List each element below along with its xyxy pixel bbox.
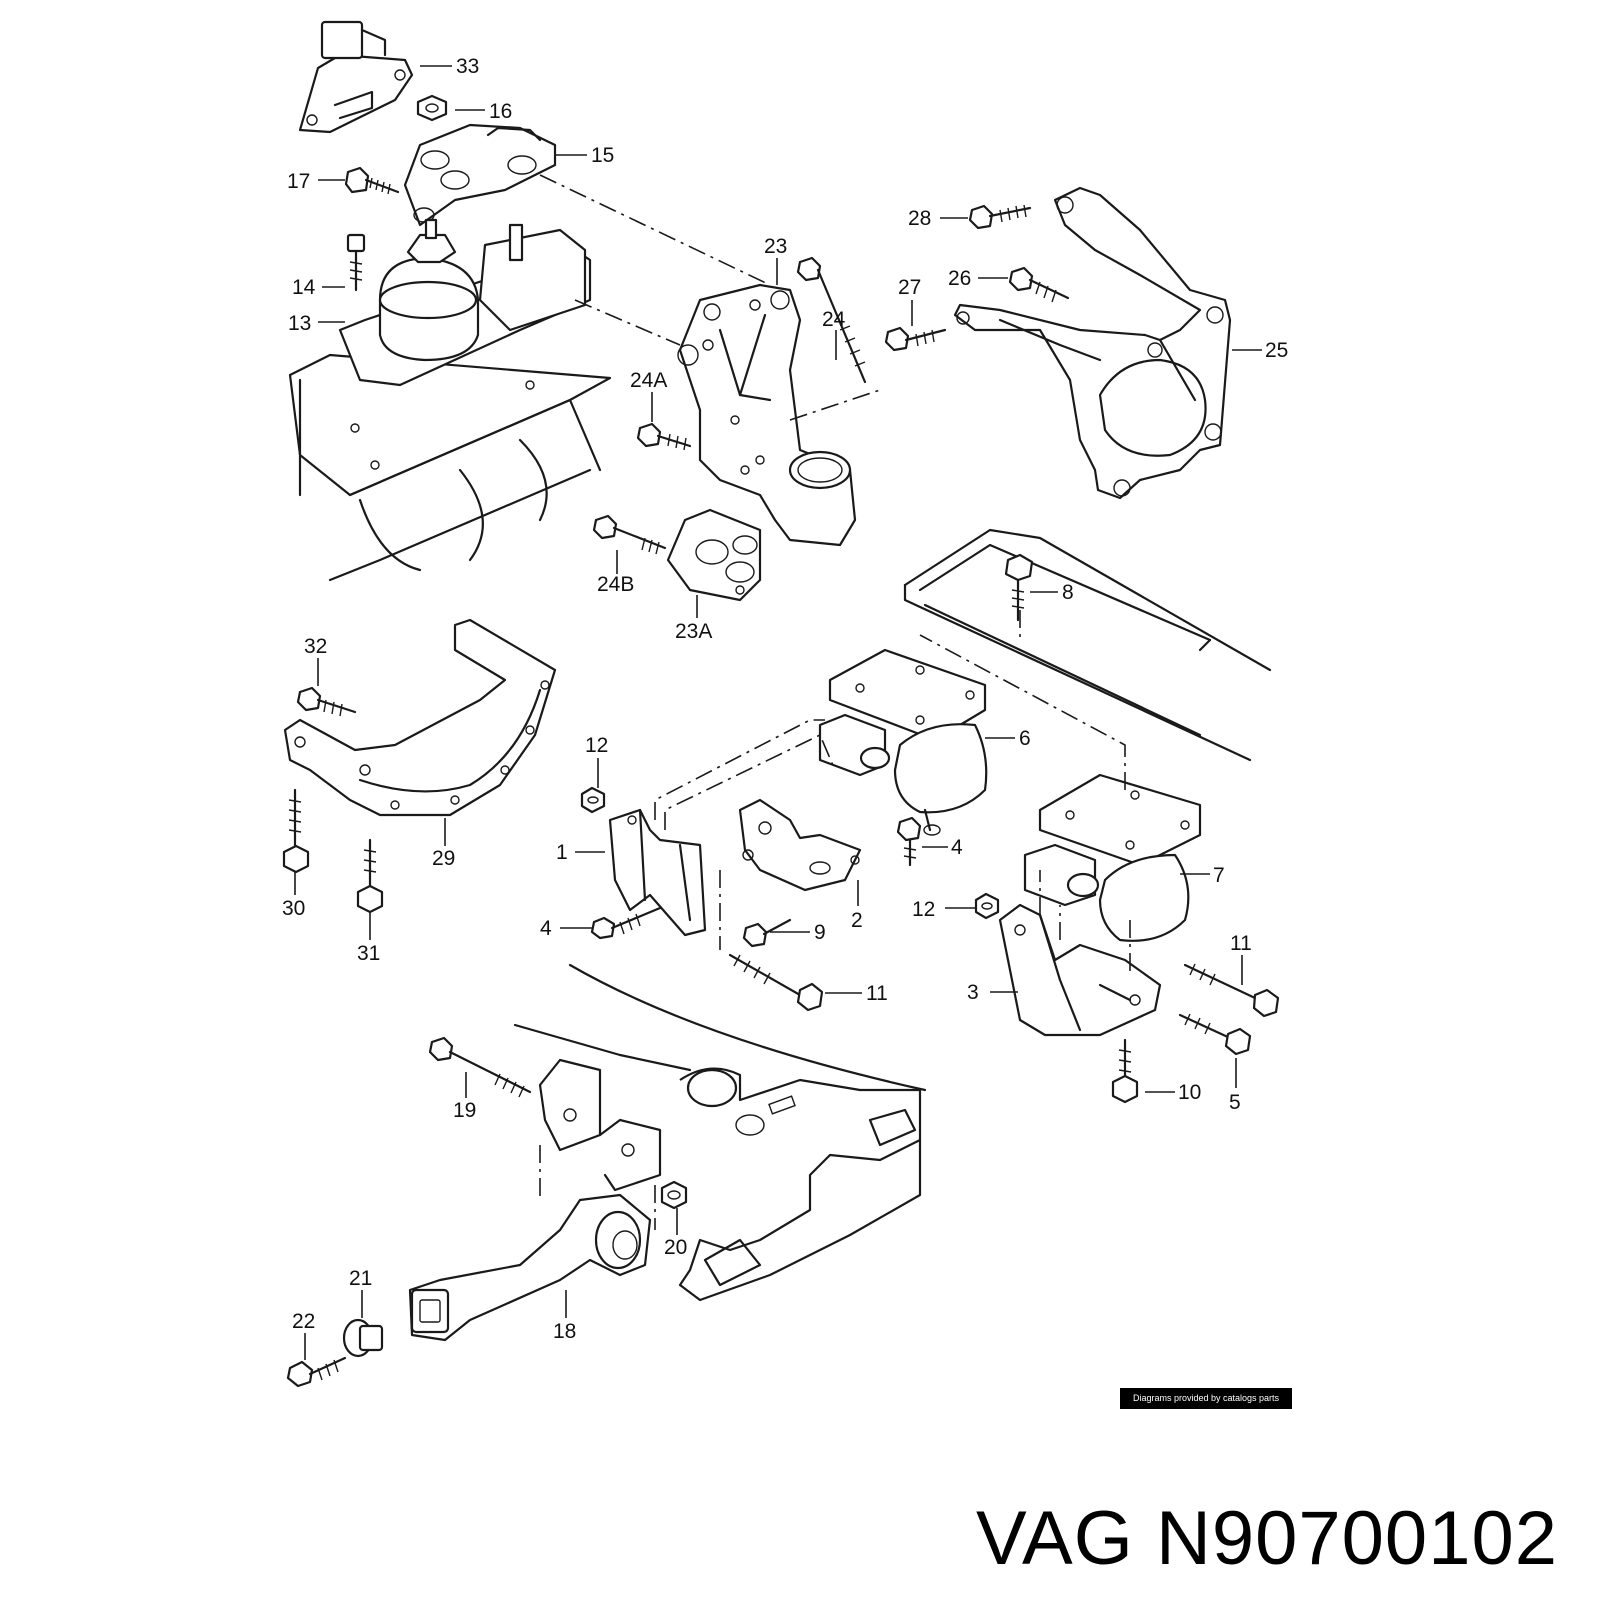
part-8-bolt[interactable] — [1004, 553, 1034, 622]
part-7-gearbox-mount[interactable] — [1023, 773, 1202, 942]
part-25-bracket[interactable] — [953, 186, 1232, 500]
part-1-bracket[interactable] — [608, 808, 707, 937]
part-19-bolt[interactable] — [428, 1036, 532, 1098]
part-27-bolt[interactable] — [884, 326, 947, 352]
callout-24b: 24B — [597, 573, 634, 596]
part-20-nut[interactable] — [660, 1180, 688, 1210]
callout-23: 23 — [764, 235, 787, 258]
part-23a-rubber-mount[interactable] — [666, 508, 762, 602]
part-4-screw-left[interactable] — [590, 906, 662, 940]
part-32-bolt[interactable] — [296, 686, 357, 717]
leader-lines — [294, 65, 1262, 1360]
part-33-bracket[interactable] — [298, 20, 414, 134]
part-28-bolt[interactable] — [968, 204, 1032, 230]
part-17-bolt[interactable] — [344, 166, 400, 195]
callout-24: 24 — [822, 308, 846, 331]
part-11-bolt-left[interactable] — [728, 953, 824, 1012]
part-26-bolt[interactable] — [1008, 266, 1070, 303]
callout-2: 2 — [851, 909, 863, 932]
callout-14: 14 — [292, 276, 316, 299]
part-24-bolt[interactable] — [796, 256, 867, 384]
part-16-nut[interactable] — [416, 94, 448, 122]
callout-10: 10 — [1178, 1081, 1201, 1104]
part-24b-bolt[interactable] — [592, 514, 667, 555]
callout-28: 28 — [908, 207, 931, 230]
callout-9: 9 — [814, 921, 826, 944]
part-13-engine-mount[interactable] — [288, 218, 612, 582]
part-9-bolt[interactable] — [742, 918, 792, 948]
callout-18: 18 — [553, 1320, 576, 1343]
callout-13: 13 — [288, 312, 311, 335]
callout-29: 29 — [432, 847, 455, 870]
callout-6: 6 — [1019, 727, 1031, 750]
part-11-bolt-right[interactable] — [1183, 963, 1280, 1018]
right-subframe — [903, 528, 1272, 762]
callout-31: 31 — [357, 942, 380, 965]
callout-4-right: 4 — [951, 836, 963, 859]
callout-32: 32 — [304, 635, 327, 658]
callout-25: 25 — [1265, 339, 1288, 362]
part-4-screw-right[interactable] — [896, 816, 922, 867]
callout-16: 16 — [489, 100, 512, 123]
diagram-credit-badge: Diagrams provided by catalogs parts — [1120, 1388, 1292, 1409]
part-18-torque-rod[interactable] — [408, 1193, 652, 1342]
part-30-bolt[interactable] — [282, 788, 310, 874]
part-31-bolt[interactable] — [356, 838, 384, 914]
callout-12-right: 12 — [912, 898, 935, 921]
callout-7: 7 — [1213, 864, 1225, 887]
part-number-title: VAG N90700102 — [976, 1496, 1558, 1581]
part-10-screw[interactable] — [1111, 1038, 1139, 1104]
callout-1: 1 — [556, 841, 568, 864]
part-15-mount-bracket[interactable] — [403, 123, 557, 227]
callout-26: 26 — [948, 267, 971, 290]
callout-15: 15 — [591, 144, 614, 167]
callout-21: 21 — [349, 1267, 372, 1290]
part-24a-bolt[interactable] — [636, 422, 692, 451]
callout-4-left: 4 — [540, 917, 552, 940]
callout-17: 17 — [287, 170, 310, 193]
callout-11-right: 11 — [1230, 932, 1252, 955]
callout-labels: 33 16 15 17 14 13 23 24 24A 24B 23A 28 2… — [282, 55, 1288, 1343]
part-6-gearbox-mount[interactable] — [818, 648, 988, 836]
callout-5: 5 — [1229, 1091, 1241, 1114]
part-14-bolt[interactable] — [346, 233, 366, 292]
callout-27: 27 — [898, 276, 921, 299]
callout-22: 22 — [292, 1310, 315, 1333]
part-12-nut-right[interactable] — [974, 892, 1000, 920]
part-22-bolt[interactable] — [286, 1356, 347, 1388]
callout-30: 30 — [282, 897, 305, 920]
part-29-crossmember[interactable] — [283, 618, 557, 817]
part-12-nut-left[interactable] — [580, 786, 606, 814]
part-5-bolt[interactable] — [1178, 1013, 1252, 1056]
callout-24a: 24A — [630, 369, 667, 392]
callout-19: 19 — [453, 1099, 476, 1122]
part-21-washer[interactable] — [342, 1318, 384, 1358]
callout-23a: 23A — [675, 620, 712, 643]
callout-20: 20 — [664, 1236, 687, 1259]
part-2-bracket[interactable] — [738, 798, 862, 892]
callout-11-left: 11 — [866, 982, 888, 1005]
front-subframe — [513, 963, 927, 1302]
callout-33: 33 — [456, 55, 479, 78]
callout-3: 3 — [967, 981, 979, 1004]
part-23-bracket[interactable] — [677, 283, 857, 547]
callout-8: 8 — [1062, 581, 1074, 604]
callout-12-left: 12 — [585, 734, 608, 757]
